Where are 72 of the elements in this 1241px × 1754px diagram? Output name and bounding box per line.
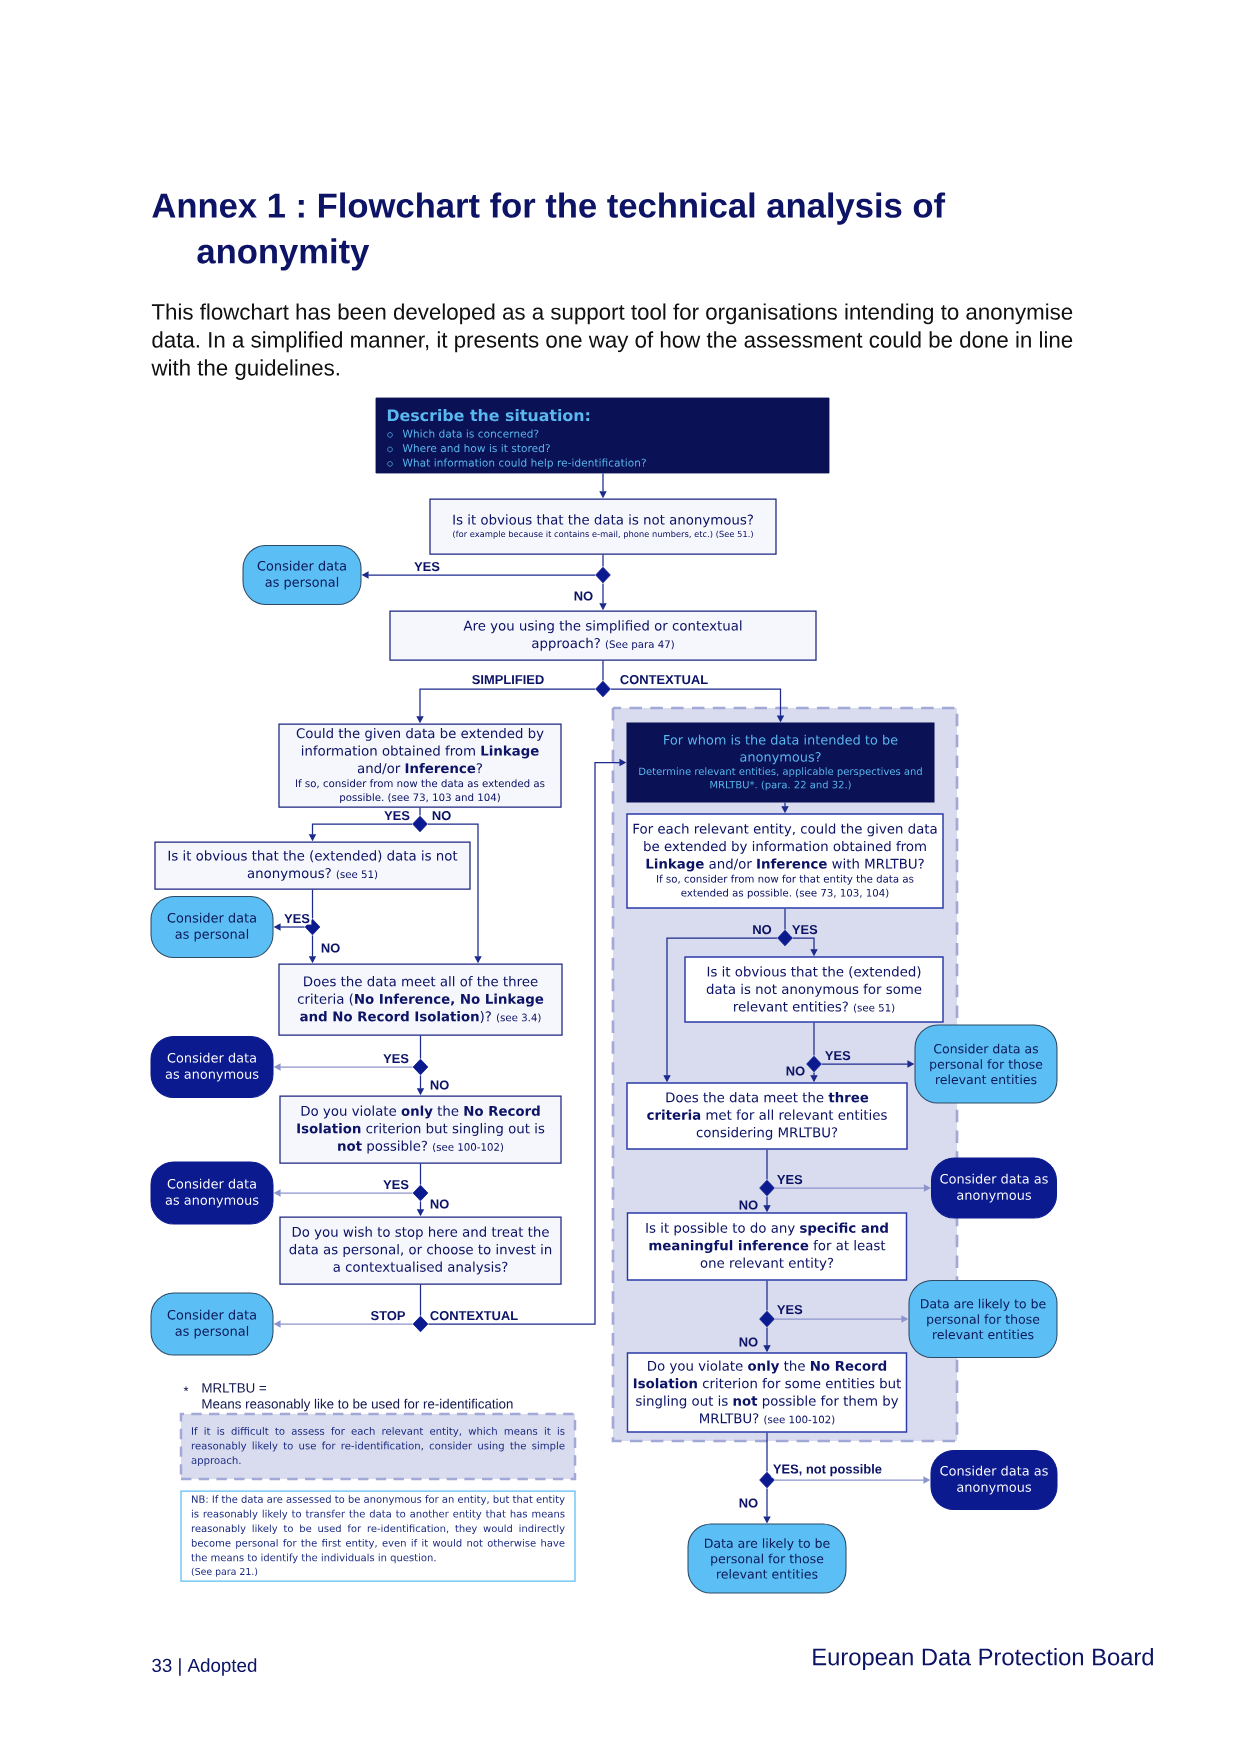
- edge-label: YES: [381, 1052, 411, 1065]
- edge-label: CONTEXTUAL: [618, 673, 710, 686]
- decision-diamond: [412, 1315, 429, 1333]
- edge-label: CONTEXTUAL: [428, 1309, 520, 1322]
- question-box: Do you wish to stop here and treat the data as personal, or choose to invest in a contextualised analysis?: [279, 1216, 562, 1285]
- decision-diamond: [806, 1055, 822, 1073]
- edge-label: STOP: [369, 1309, 407, 1322]
- outcome-box: Consider data as personal: [242, 545, 362, 606]
- connector-line: [766, 1280, 768, 1312]
- edge-label: NO: [572, 590, 595, 603]
- outcome-box: Consider data as anonymous: [930, 1450, 1058, 1511]
- decision-diamond: [412, 1184, 429, 1202]
- decision-diamond: [759, 1310, 775, 1328]
- edge-label: NO: [428, 1198, 451, 1211]
- edge-label: YES: [412, 560, 442, 573]
- header-box: For whom is the data intended to be anonymous? Determine relevant entities, applicable perspectives and MRLTBU*. (para. 22 and 32.): [626, 722, 935, 803]
- decision-diamond: [759, 1471, 775, 1489]
- connector-line: [419, 807, 421, 817]
- outcome-box: Data are likely to be personal for those relevant entities: [687, 1523, 847, 1594]
- question-box: For each relevant entity, could the given data be extended by information obtained from Linkage and/or Inference with MRLTBU? If so, consider from now for that entity the data as extended as possible. (see 73, 103, 104): [626, 813, 944, 909]
- note-box: If it is difficult to assess for each relevant entity, which means it is reasonably likely to use for re-identification, consider using the simple approach.: [179, 1412, 577, 1481]
- question-box: Does the data meet all of the three criteria (No Inference, No Linkage and No Record Isolation)? (see 3.4): [278, 963, 563, 1036]
- connector-line: [784, 908, 786, 931]
- question-box: Do you violate only the No Record Isolation criterion for some entities but singling out is not possible for them by MRLTBU? (see 100-102): [626, 1352, 908, 1433]
- question-box: Are you using the simplified or contextual approach? (See para 47): [389, 610, 817, 661]
- decision-diamond: [412, 1058, 429, 1076]
- footer-text: European Data Protection Board: [813, 1647, 1153, 1671]
- question-box: Do you violate only the No Record Isolation criterion but singling out is not possible? (see 100-102): [279, 1095, 562, 1164]
- edge-label: YES: [282, 912, 312, 925]
- connector-line: [419, 1163, 422, 1186]
- edge-label: NO: [319, 942, 342, 955]
- question-box: Does the data meet the three criteria met for all relevant entities considering MRLTBU?: [626, 1082, 908, 1150]
- outcome-box: Consider data as anonymous: [150, 1036, 274, 1099]
- outcome-box: Consider data as personal: [150, 1292, 274, 1356]
- connector-line: [419, 1035, 422, 1060]
- connector-line: [766, 1432, 768, 1473]
- outcome-box: Consider data as anonymous: [150, 1161, 274, 1225]
- question-box: Is it obvious that the (extended) data is not anonymous? (see 51): [154, 841, 471, 890]
- header-box: Describe the situation: Which data is concerned? Where and how is it stored? What information could help re-identification?: [375, 397, 830, 474]
- connector-line: [766, 1149, 768, 1181]
- decision-diamond: [595, 566, 611, 584]
- footnote-text: MRLTBU =: [202, 1383, 267, 1393]
- edge-label: NO: [737, 1497, 760, 1510]
- decision-diamond: [412, 815, 428, 833]
- question-box: Is it obvious that the (extended) data is not anonymous for some relevant entities? (see 51): [684, 956, 944, 1023]
- arrow: [774, 1184, 931, 1192]
- edge-label: NO: [430, 809, 453, 822]
- question-box: Is it obvious that the data is not anonymous? (for example because it contains e-mail, phone numbers, etc.) (See 51.): [429, 498, 777, 555]
- edge-label: YES: [382, 809, 412, 822]
- page-title: Annex 1 : Flowchart for the technical analysis of anonymity: [152, 192, 946, 271]
- outcome-box: Consider data as anonymous: [930, 1157, 1057, 1219]
- intro-paragraph: This flowchart has been developed as a support tool for organisations intending to anonymise data. In a simplified manner, it presents one way of how the assessment could be done in line with the guidelines.: [151, 303, 1073, 381]
- connector-line: [602, 554, 604, 568]
- question-box: Could the given data be extended by information obtained from Linkage and/or Inference? If so, consider from now the data as extended as possible. (see 73, 103 and 104): [278, 723, 562, 808]
- outcome-box: Consider data as personal: [150, 896, 274, 959]
- connector-line: [419, 1284, 422, 1317]
- question-box: Is it possible to do any specific and meaningful inference for at least one relevant entity?: [626, 1212, 908, 1281]
- connector-line: [602, 660, 604, 682]
- edge-label: YES, not possible: [771, 1462, 884, 1478]
- footer-text: 33 | Adopted: [152, 1658, 257, 1676]
- decision-diamond: [777, 929, 793, 947]
- connector-line: [311, 889, 314, 920]
- decision-diamond: [595, 680, 611, 698]
- footnote-mark: *: [183, 1386, 189, 1392]
- connector-line: [813, 1022, 815, 1057]
- outcome-box: Data are likely to be personal for those relevant entities: [908, 1280, 1058, 1359]
- outcome-box: Consider data as personal for those relevant entities: [914, 1024, 1058, 1104]
- edge-label: NO: [428, 1079, 451, 1092]
- edge-label: YES: [381, 1178, 411, 1191]
- note-box: NB: If the data are assessed to be anonymous for an entity, but that entity is reasonably likely to transfer the data to another entity that has means reasonably likely to be used for re-identification, they would indirectly become personal for the first entity, even if it would not otherwise have the means to identify the individuals in question. (See para 21.): [180, 1490, 576, 1582]
- edge-label: SIMPLIFIED: [470, 673, 546, 686]
- decision-diamond: [759, 1179, 775, 1197]
